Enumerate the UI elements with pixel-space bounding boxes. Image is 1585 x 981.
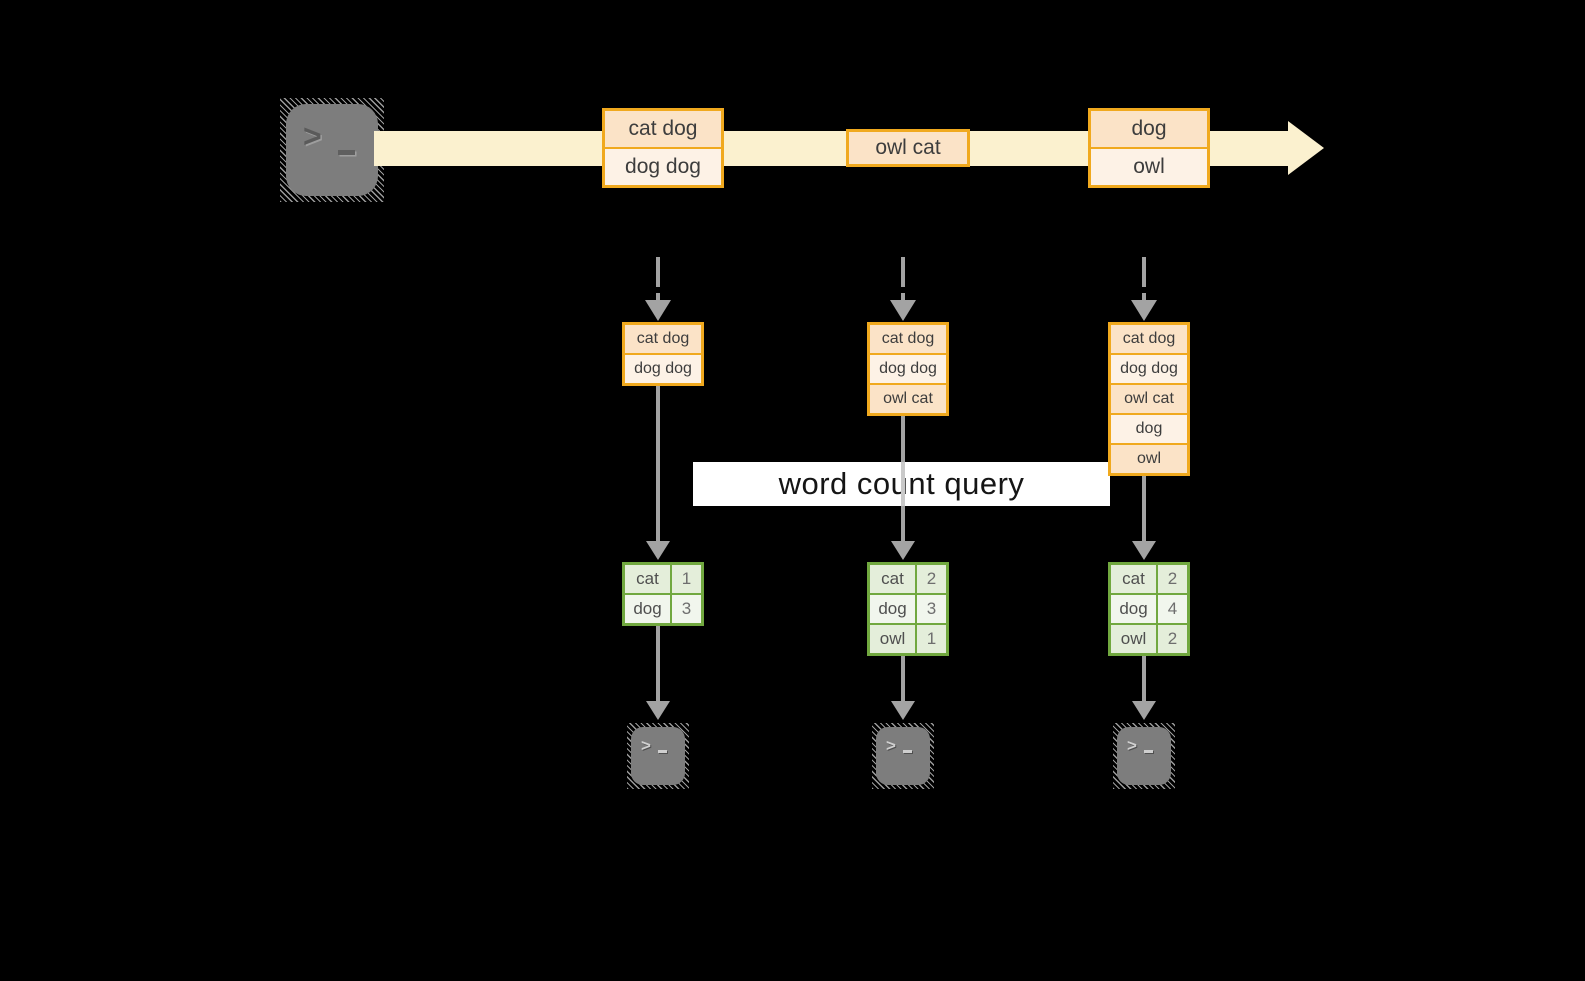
stream-arrowhead-icon [1288,121,1324,175]
table-row: owl 2 [1111,623,1187,653]
table-row: dog 3 [870,593,946,623]
sink-terminal-icon-2: > [872,723,934,789]
terminal-cursor-icon [903,750,912,753]
count-cell: 3 [917,595,946,623]
table-row: cat 2 [1111,565,1187,593]
sink-terminal-icon-1: > [627,723,689,789]
source-terminal-icon: > [280,98,384,202]
down-arrowhead-icon [1132,541,1156,560]
terminal-body: > [631,727,685,785]
word-cell: owl [870,625,917,653]
terminal-body: > [286,104,378,196]
state-line: cat dog [625,325,701,353]
count-cell: 1 [672,565,701,593]
count-table-3: cat 2 dog 4 owl 2 [1108,562,1190,656]
record-line: owl cat [849,132,967,164]
connector-line [656,386,660,544]
terminal-prompt-icon: > [1127,736,1137,755]
terminal-prompt-icon: > [641,736,651,755]
state-line: cat dog [1111,325,1187,353]
terminal-cursor-icon [338,150,355,155]
record-line: dog [1091,111,1207,147]
dashed-arrow-segment [901,257,905,287]
stream-record-2: owl cat [846,129,970,167]
terminal-body: > [1117,727,1171,785]
count-table-2: cat 2 dog 3 owl 1 [867,562,949,656]
state-stack-3: cat dog dog dog owl cat dog owl [1108,322,1190,476]
stream-record-1: cat dog dog dog [602,108,724,188]
state-line: owl [1111,443,1187,473]
dashed-arrow-segment [901,293,905,303]
connector-line-through-banner [901,462,905,506]
table-row: cat 2 [870,565,946,593]
connector-line [656,626,660,704]
table-row: owl 1 [870,623,946,653]
dashed-arrow-segment [656,293,660,303]
table-row: cat 1 [625,565,701,593]
count-cell: 3 [672,595,701,623]
terminal-body: > [876,727,930,785]
sink-terminal-icon-3: > [1113,723,1175,789]
down-arrowhead-icon [1132,701,1156,720]
record-line: dog dog [605,147,721,185]
down-arrowhead-icon [890,300,916,321]
word-cell: cat [625,565,672,593]
down-arrowhead-icon [891,701,915,720]
count-table-1: cat 1 dog 3 [622,562,704,626]
word-cell: dog [870,595,917,623]
word-cell: cat [1111,565,1158,593]
connector-line [901,656,905,704]
down-arrowhead-icon [646,541,670,560]
terminal-cursor-icon [1144,750,1153,753]
state-line: dog dog [870,353,946,383]
record-line: owl [1091,147,1207,185]
word-cell: dog [625,595,672,623]
down-arrowhead-icon [645,300,671,321]
state-line: dog dog [1111,353,1187,383]
table-row: dog 3 [625,593,701,623]
dashed-arrow-segment [1142,293,1146,303]
word-cell: dog [1111,595,1158,623]
state-stack-2: cat dog dog dog owl cat [867,322,949,416]
dashed-arrow-segment [656,257,660,287]
down-arrowhead-icon [891,541,915,560]
count-cell: 4 [1158,595,1187,623]
connector-line [1142,656,1146,704]
terminal-prompt-icon: > [886,736,896,755]
state-line: dog [1111,413,1187,443]
state-line: dog dog [625,353,701,383]
state-line: cat dog [870,325,946,353]
state-line: owl cat [870,383,946,413]
dashed-arrow-segment [1142,257,1146,287]
word-cell: owl [1111,625,1158,653]
count-cell: 1 [917,625,946,653]
word-cell: cat [870,565,917,593]
table-row: dog 4 [1111,593,1187,623]
count-cell: 2 [1158,565,1187,593]
connector-line [1142,476,1146,544]
down-arrowhead-icon [646,701,670,720]
state-line: owl cat [1111,383,1187,413]
count-cell: 2 [917,565,946,593]
stream-record-3: dog owl [1088,108,1210,188]
terminal-prompt-icon: > [303,118,322,154]
down-arrowhead-icon [1131,300,1157,321]
count-cell: 2 [1158,625,1187,653]
state-stack-1: cat dog dog dog [622,322,704,386]
record-line: cat dog [605,111,721,147]
terminal-cursor-icon [658,750,667,753]
